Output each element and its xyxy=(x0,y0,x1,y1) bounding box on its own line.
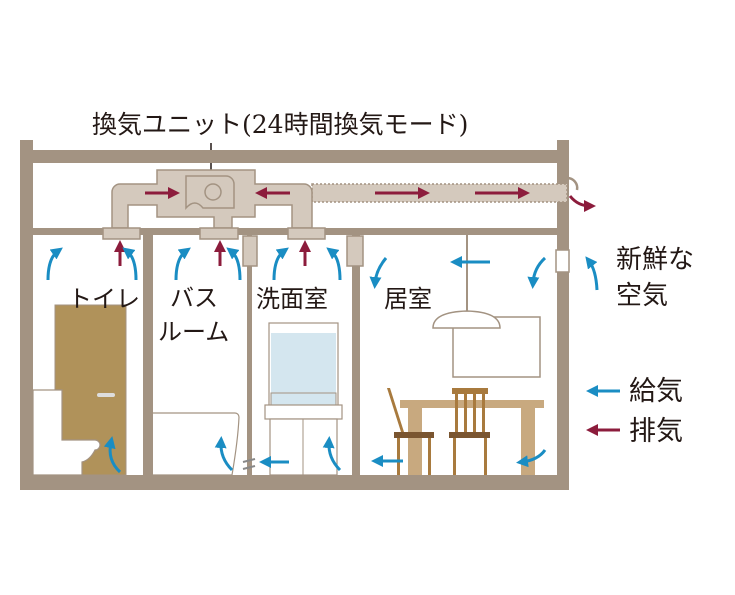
exhaust-arrows xyxy=(114,187,596,266)
fresh-air-label-1: 新鮮な xyxy=(616,245,694,275)
pendant-lamp xyxy=(432,310,501,329)
chair xyxy=(387,388,490,475)
fresh-air-label-2: 空気 xyxy=(616,281,668,311)
ventilation-unit xyxy=(102,169,579,240)
exhaust-hood xyxy=(566,176,579,191)
exhaust-duct xyxy=(311,183,568,203)
supply-arrows xyxy=(46,247,599,474)
room-label-living: 居室 xyxy=(384,285,432,313)
room-label-bath-2: ルーム xyxy=(158,318,229,346)
room-label-washroom: 洗面室 xyxy=(256,285,328,313)
room-label-bath-1: バス xyxy=(170,284,218,312)
fan-icon xyxy=(185,175,235,210)
legend-supply-label: 給気 xyxy=(629,376,683,407)
dining-table xyxy=(400,400,544,408)
room-label-toilet: トイレ xyxy=(68,285,140,313)
legend: 給気 排気 xyxy=(586,376,683,447)
legend-exhaust-label: 排気 xyxy=(629,416,683,447)
bathtub xyxy=(153,412,240,476)
title: 換気ユニット(24時間換気モード) xyxy=(92,110,468,139)
furniture xyxy=(32,235,544,476)
toilet xyxy=(32,389,101,476)
supply-vent xyxy=(555,249,570,273)
